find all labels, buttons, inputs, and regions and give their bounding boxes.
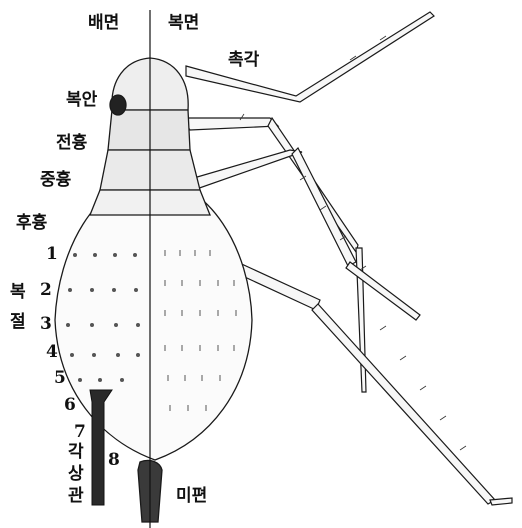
label-segment-7: 7: [74, 424, 86, 441]
label-abdomen-2: 절: [10, 314, 26, 331]
prothorax: [108, 110, 190, 150]
label-cauda: 미편: [176, 488, 207, 505]
label-abdomen-1: 복: [10, 284, 26, 301]
label-segment-5: 5: [54, 370, 66, 387]
label-ventral: 복면: [168, 15, 199, 32]
label-siphuncle-3: 관: [68, 488, 84, 505]
label-siphuncle-1: 각: [68, 444, 84, 461]
label-segment-6: 6: [64, 397, 76, 414]
label-antenna: 촉각: [228, 52, 259, 69]
label-compound-eye: 복안: [66, 92, 97, 109]
label-segment-4: 4: [46, 344, 58, 361]
label-segment-3: 3: [40, 316, 52, 333]
hindleg-tibia: [312, 304, 495, 504]
label-segment-1: 1: [46, 246, 58, 263]
label-metathorax: 후흉: [16, 215, 47, 232]
abdomen: [55, 178, 252, 460]
antenna: [186, 12, 434, 102]
label-siphuncle-2: 상: [68, 466, 84, 483]
midleg-tarsus: [346, 262, 420, 320]
label-dorsal: 배면: [88, 15, 119, 32]
label-segment-8: 8: [108, 452, 120, 469]
foreleg: [182, 118, 278, 130]
label-segment-2: 2: [40, 282, 52, 299]
label-mesothorax: 중흉: [40, 172, 71, 189]
compound-eye: [110, 95, 126, 115]
label-prothorax: 전흉: [56, 135, 87, 152]
